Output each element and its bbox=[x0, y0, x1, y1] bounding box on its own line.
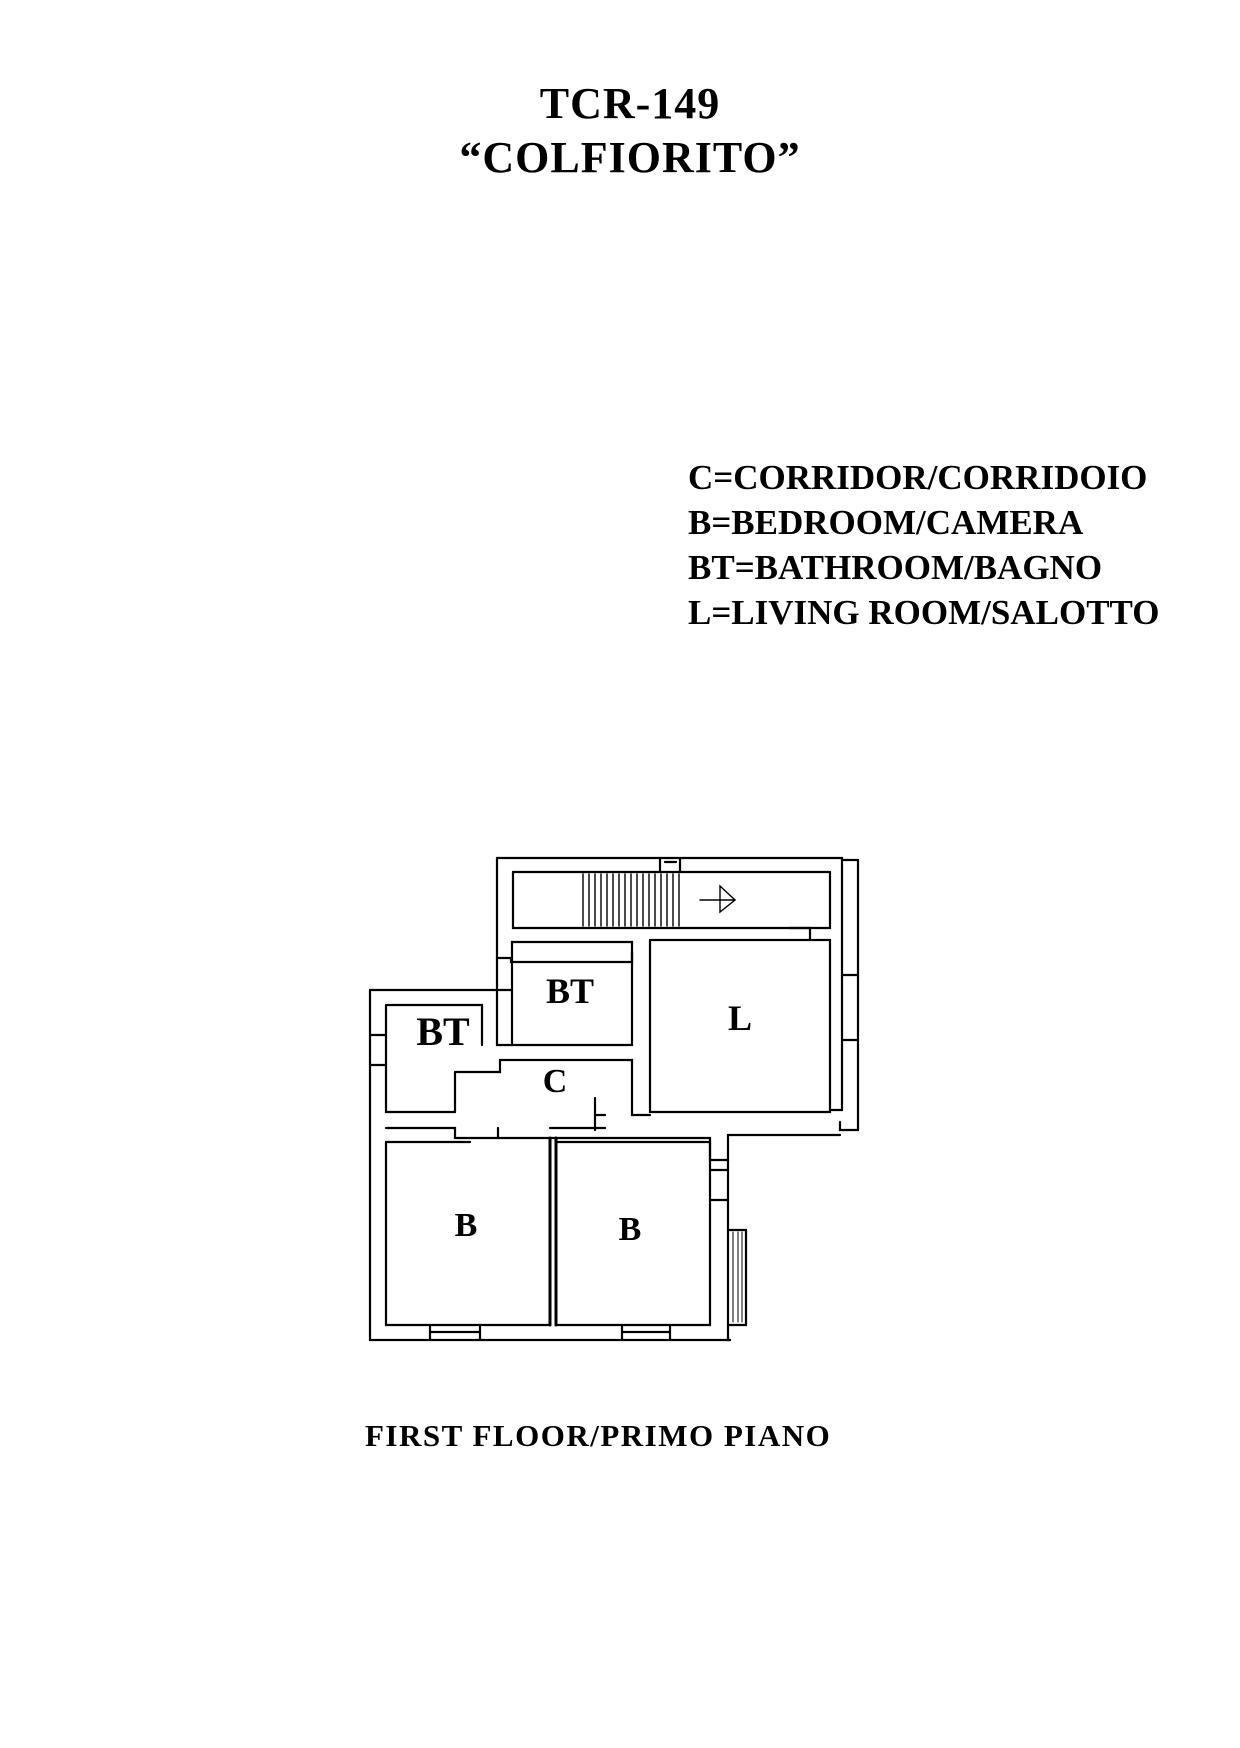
property-name-title: “COLFIORITO” bbox=[459, 133, 801, 182]
staircase-outer-wall bbox=[495, 856, 634, 964]
bedroom-top-wall bbox=[384, 1126, 842, 1162]
room-legend: C=CORRIDOR/CORRIDOIO B=BEDROOM/CAMERA BT… bbox=[688, 455, 1159, 635]
legend-item-bathroom: BT=BATHROOM/BAGNO bbox=[688, 548, 1103, 587]
left-window bbox=[368, 1033, 388, 1067]
plan-code-title: TCR-149 bbox=[539, 79, 721, 128]
left-bathroom-outer bbox=[368, 988, 514, 1047]
living-window-right bbox=[840, 973, 860, 1042]
right-inner-wall bbox=[828, 858, 844, 1112]
left-exterior-wall bbox=[368, 988, 732, 1342]
bedroom-left-window bbox=[428, 1323, 482, 1342]
upper-bathroom-left-wall bbox=[495, 956, 514, 992]
room-label-corridor: C bbox=[543, 1063, 568, 1100]
staircase-top-window bbox=[658, 856, 682, 874]
corridor-door-lower bbox=[593, 1096, 607, 1132]
staircase-left-inner bbox=[511, 870, 832, 930]
left-bathroom-inner bbox=[384, 1003, 484, 1114]
bedroom-right-walls bbox=[554, 1140, 712, 1327]
legend-item-bedroom: B=BEDROOM/CAMERA bbox=[688, 503, 1084, 542]
room-label-bedroom-right: B bbox=[619, 1211, 642, 1248]
bedroom-right-window-side bbox=[708, 1168, 730, 1202]
legend-item-corridor: C=CORRIDOR/CORRIDOIO bbox=[688, 458, 1148, 497]
right-exterior-lower bbox=[726, 1158, 732, 1342]
bedroom-right-window bbox=[620, 1323, 672, 1342]
room-label-bedroom-left: B bbox=[455, 1207, 478, 1244]
stair-treads bbox=[582, 873, 737, 927]
bedroom-divider bbox=[548, 1136, 558, 1327]
bedroom-top-wall-inner bbox=[384, 1126, 607, 1144]
room-label-upper-bathroom: BT bbox=[546, 971, 594, 1011]
room-label-left-bathroom: BT bbox=[416, 1009, 470, 1054]
balcony-hatch bbox=[732, 1231, 743, 1323]
right-exterior-wall bbox=[838, 858, 860, 1132]
staircase-top-wall bbox=[495, 856, 844, 862]
living-room-walls bbox=[648, 938, 832, 1114]
upper-bathroom-walls bbox=[510, 940, 634, 1047]
floor-caption: FIRST FLOOR/PRIMO PIANO bbox=[365, 1418, 832, 1453]
legend-item-living-room: L=LIVING ROOM/SALOTTO bbox=[688, 593, 1160, 632]
balcony bbox=[726, 1228, 748, 1327]
room-label-living-room: L bbox=[728, 998, 752, 1038]
living-door bbox=[788, 926, 812, 942]
corridor-walls bbox=[453, 1058, 652, 1117]
